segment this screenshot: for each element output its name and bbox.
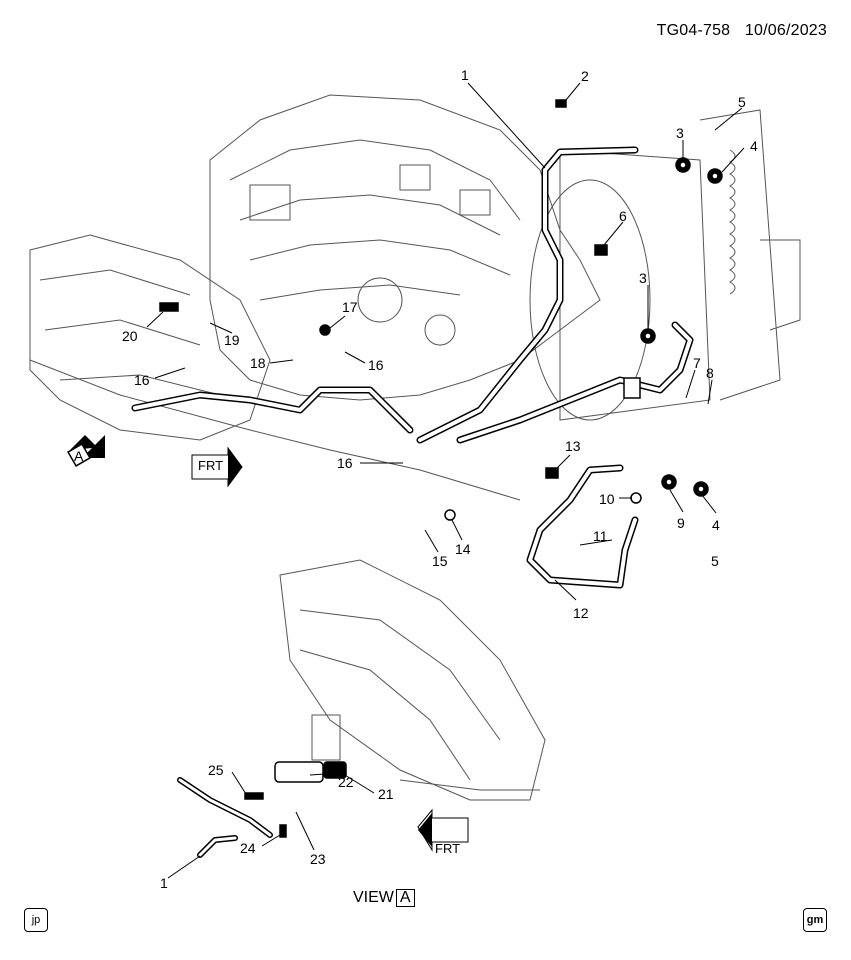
callout-19: 19 (224, 332, 240, 348)
gm-logo-icon: gm (803, 908, 827, 932)
view-a-transmission-line-art (279, 559, 546, 801)
hardware-parts (159, 99, 723, 838)
cooler-line-hoses-inner (133, 148, 692, 587)
radiator-fan-line-art (529, 109, 801, 421)
callout-23: 23 (310, 851, 326, 867)
callout-8: 8 (706, 365, 714, 381)
transmission-line-art (29, 234, 521, 501)
callout-18: 18 (250, 355, 266, 371)
callout-16: 16 (134, 372, 150, 388)
callout-1: 1 (461, 67, 469, 83)
jp-badge: jp (24, 908, 48, 932)
callout-13: 13 (565, 438, 581, 454)
callout-14: 14 (455, 541, 471, 557)
callout-3: 3 (676, 125, 684, 141)
callout-20: 20 (122, 328, 138, 344)
callout-6: 6 (619, 208, 627, 224)
callout-2: 2 (581, 68, 589, 84)
callout-5: 5 (711, 553, 719, 569)
leader-lines (146, 82, 745, 879)
callout-24: 24 (240, 840, 256, 856)
callout-11: 11 (593, 528, 608, 544)
front-arrow-icon-view-a: FRT (417, 808, 469, 856)
callout-15: 15 (432, 553, 448, 569)
view-caption-text: VIEW (353, 889, 394, 906)
callout-1: 1 (160, 875, 168, 891)
callout-7: 7 (693, 355, 701, 371)
callout-16: 16 (368, 357, 384, 373)
cooler-line-hoses (131, 146, 694, 589)
callout-5: 5 (738, 94, 746, 110)
callout-16: 16 (337, 455, 353, 471)
callout-25: 25 (208, 762, 224, 778)
callout-4: 4 (750, 138, 758, 154)
front-direction-label: FRT (198, 458, 223, 473)
engine-line-art (209, 94, 601, 401)
callout-9: 9 (677, 515, 685, 531)
view-a-marker: A (67, 435, 105, 467)
front-arrow-icon: FRT (191, 446, 243, 488)
callout-12: 12 (573, 605, 589, 621)
callout-22: 22 (338, 774, 354, 790)
view-caption-letter: A (395, 889, 415, 907)
diagram-code: TG04-758 (656, 22, 731, 39)
callout-numbers: 1 2 3 4 5 6 3 7 8 17 20 19 18 16 16 16 1… (122, 67, 758, 891)
callout-17: 17 (342, 299, 358, 315)
view-a-marker-letter: A (74, 448, 84, 464)
callout-4: 4 (712, 517, 720, 533)
callout-21: 21 (378, 786, 394, 802)
view-a-cooler-line-inner (178, 778, 272, 857)
view-a-cooler-line (177, 777, 273, 858)
front-direction-label-view-a: FRT (435, 841, 460, 856)
diagram-header: TG04-758 10/06/2023 (647, 22, 827, 40)
diagram-date: 10/06/2023 (744, 22, 827, 39)
callout-3: 3 (639, 270, 647, 286)
callout-10: 10 (599, 491, 615, 507)
